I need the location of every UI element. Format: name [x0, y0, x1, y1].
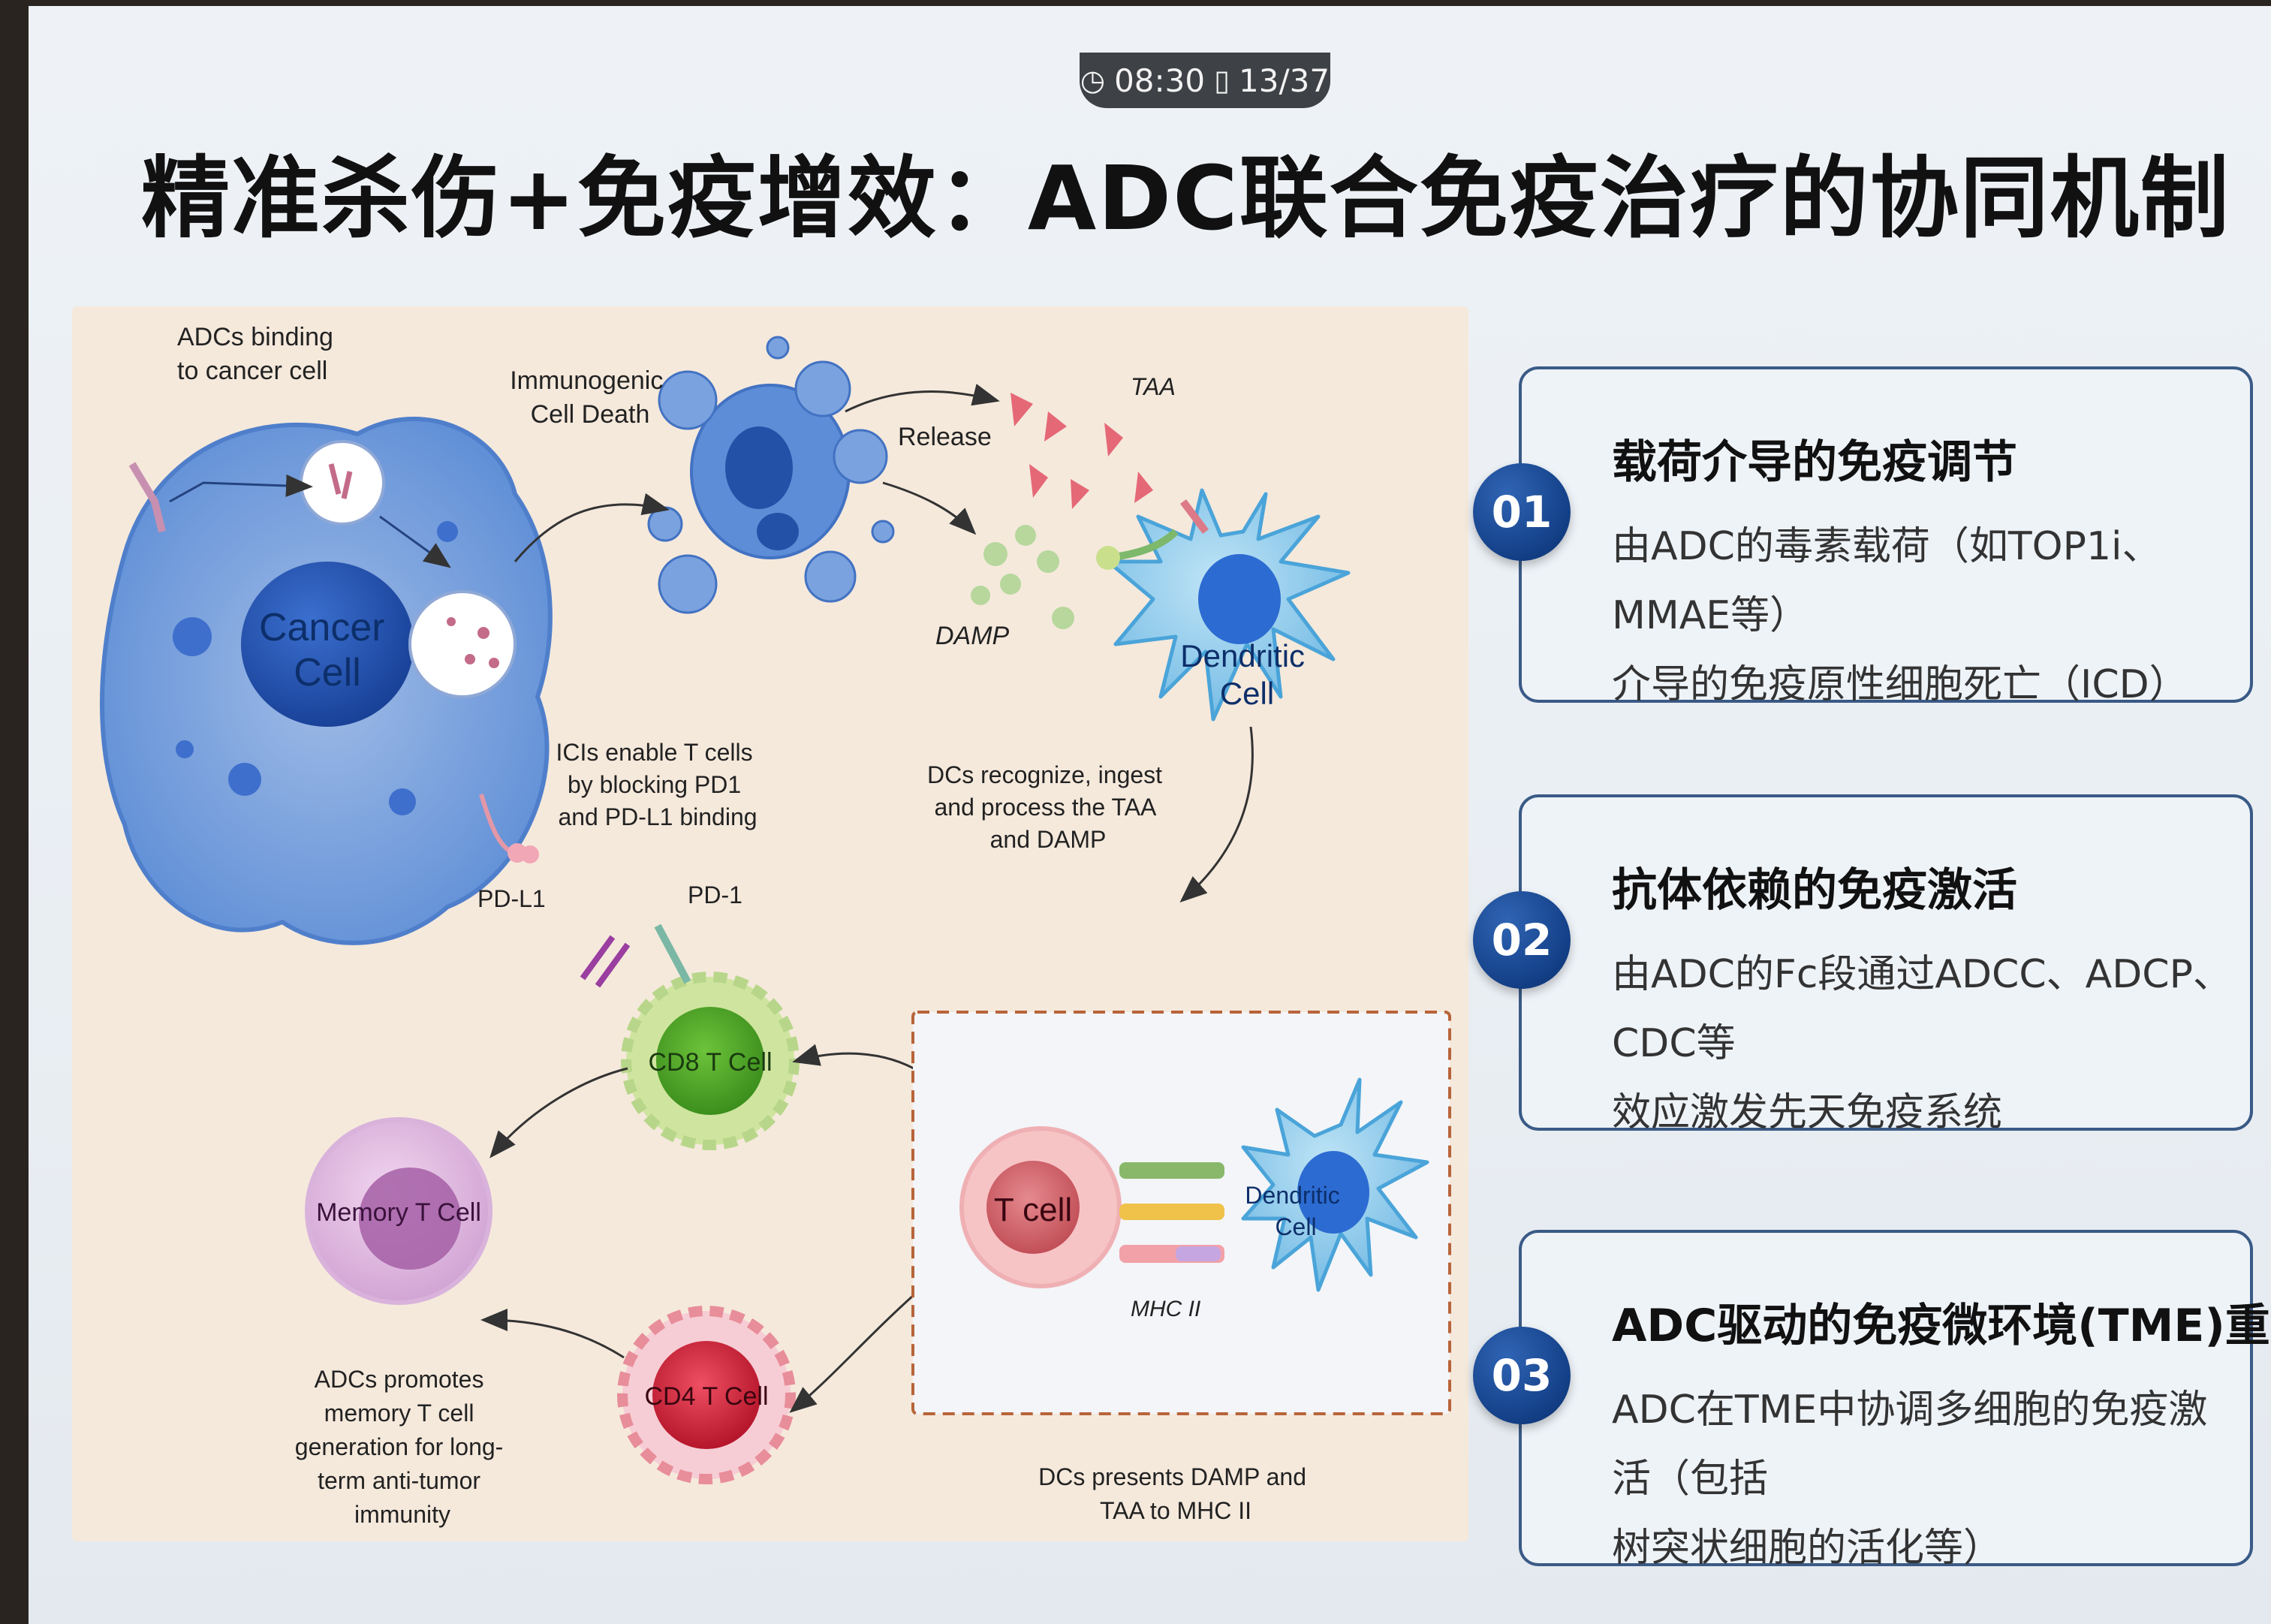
- arrow-release-damp: [882, 481, 977, 535]
- timer-text: 08:30: [1114, 62, 1206, 99]
- cancer-cell-graphic: [100, 416, 553, 945]
- card-body: 由ADC的Fc段通过ADCC、ADCP、CDC等 效应激发先天免疫系统: [1612, 940, 2235, 1147]
- card-number-badge: 02: [1473, 891, 1571, 989]
- card-title: 载荷介导的免疫调节: [1612, 436, 2017, 489]
- memory-t-cell-graphic: [305, 1117, 492, 1305]
- card-body-line: 树突状细胞的活化等）: [1612, 1526, 2003, 1571]
- immunogenic-cell-death-graphic: [647, 336, 895, 614]
- memory-label: Memory T Cell: [316, 1198, 481, 1227]
- mechanism-card-03: 03 ADC驱动的免疫微环境(TME)重塑 ADC在TME中协调多细胞的免疫激活…: [1473, 1230, 2271, 1571]
- card-body: 由ADC的毒素载荷（如TOP1i、MMAE等） 介导的免疫原性细胞死亡（ICD）: [1612, 512, 2235, 719]
- cd4-label: CD4 T Cell: [644, 1382, 768, 1411]
- arrow-presentation-to-cd8: [792, 1044, 921, 1074]
- mhc-label: MHC II: [1131, 1297, 1200, 1321]
- arrow-presentation-to-cd4: [789, 1281, 929, 1413]
- arrow-cd4-to-memory: [480, 1309, 625, 1359]
- dcs-presents-label: DCs presents DAMP and TAA to MHC II: [1038, 1463, 1313, 1524]
- pd-l1-label: PD-L1: [477, 885, 546, 912]
- arrow-release-taa: [845, 384, 1000, 413]
- mechanism-card-02: 02 抗体依赖的免疫激活 由ADC的Fc段通过ADCC、ADCP、CDC等 效应…: [1473, 794, 2253, 1135]
- dcs-recognize-label: DCs recognize, ingest and process the TA…: [927, 761, 1169, 853]
- card-body-line: 由ADC的Fc段通过ADCC、ADCP、CDC等: [1612, 952, 2232, 1066]
- t-cell-label: T cell: [994, 1192, 1072, 1228]
- page-title: 精准杀伤+免疫增效：ADC联合免疫治疗的协同机制: [141, 146, 2230, 250]
- card-body-line: 由ADC的毒素载荷（如TOP1i、MMAE等）: [1612, 524, 2161, 638]
- arrow-cd8-to-memory: [489, 1067, 628, 1158]
- page-counter: 13/37: [1239, 62, 1330, 99]
- antigen-presentation-box: [911, 1011, 1451, 1415]
- arrow-dc-to-presentation: [1179, 726, 1254, 902]
- cd4-t-cell-graphic: [617, 1306, 796, 1484]
- icis-enable-label: ICIs enable T cells by blocking PD1 and …: [556, 739, 760, 830]
- cd8-label: CD8 T Cell: [648, 1048, 772, 1077]
- card-body: ADC在TME中协调多细胞的免疫激活（包括 树突状细胞的活化等）: [1612, 1375, 2235, 1583]
- cancer-cell-label: Cancer Cell: [259, 606, 396, 694]
- pd-1-label: PD-1: [688, 881, 742, 908]
- adcs-binding-label: ADCs binding to cancer cell: [177, 323, 340, 385]
- mechanism-diagram: ADCs binding to cancer cell Cancer Cell …: [72, 306, 1468, 1541]
- damp-label: DAMP: [935, 622, 1010, 650]
- release-label: Release: [898, 423, 992, 451]
- card-title: 抗体依赖的免疫激活: [1612, 864, 2017, 917]
- card-title: ADC驱动的免疫微环境(TME)重塑: [1612, 1300, 2271, 1352]
- mechanism-card-01: 01 载荷介导的免疫调节 由ADC的毒素载荷（如TOP1i、MMAE等） 介导的…: [1473, 366, 2253, 707]
- dendritic-cell-label: Dendritic Cell: [1180, 638, 1313, 711]
- icd-label: Immunogenic Cell Death: [510, 366, 670, 429]
- diagram-svg: ADCs binding to cancer cell Cancer Cell …: [100, 323, 1451, 1528]
- card-body-line: 效应激发先天免疫系统: [1612, 1090, 2003, 1135]
- clock-icon: ◷: [1080, 64, 1106, 97]
- slide-status-pill: ◷ 08:30 ▯ 13/37: [1080, 53, 1330, 108]
- presentation-slide: ◷ 08:30 ▯ 13/37 精准杀伤+免疫增效：ADC联合免疫治疗的协同机制: [29, 6, 2271, 1624]
- taa-label: TAA: [1131, 373, 1176, 400]
- adcs-promotes-label: ADCs promotes memory T cell generation f…: [295, 1366, 510, 1528]
- card-body-line: 介导的免疫原性细胞死亡（ICD）: [1612, 662, 2188, 707]
- arrow-cancer-to-icd: [514, 493, 670, 562]
- card-number-badge: 03: [1473, 1327, 1571, 1424]
- dendritic-cell-graphic: [1096, 488, 1351, 722]
- card-number-badge: 01: [1473, 463, 1571, 561]
- card-body-line: ADC在TME中协调多细胞的免疫激活（包括: [1612, 1387, 2208, 1502]
- taa-particles: [1011, 393, 1153, 509]
- page-icon: ▯: [1214, 64, 1230, 97]
- damp-particles: [971, 525, 1074, 629]
- presentation-dc-label: Dendritic Cell: [1245, 1182, 1346, 1240]
- cd8-t-cell-graphic: [580, 923, 800, 1150]
